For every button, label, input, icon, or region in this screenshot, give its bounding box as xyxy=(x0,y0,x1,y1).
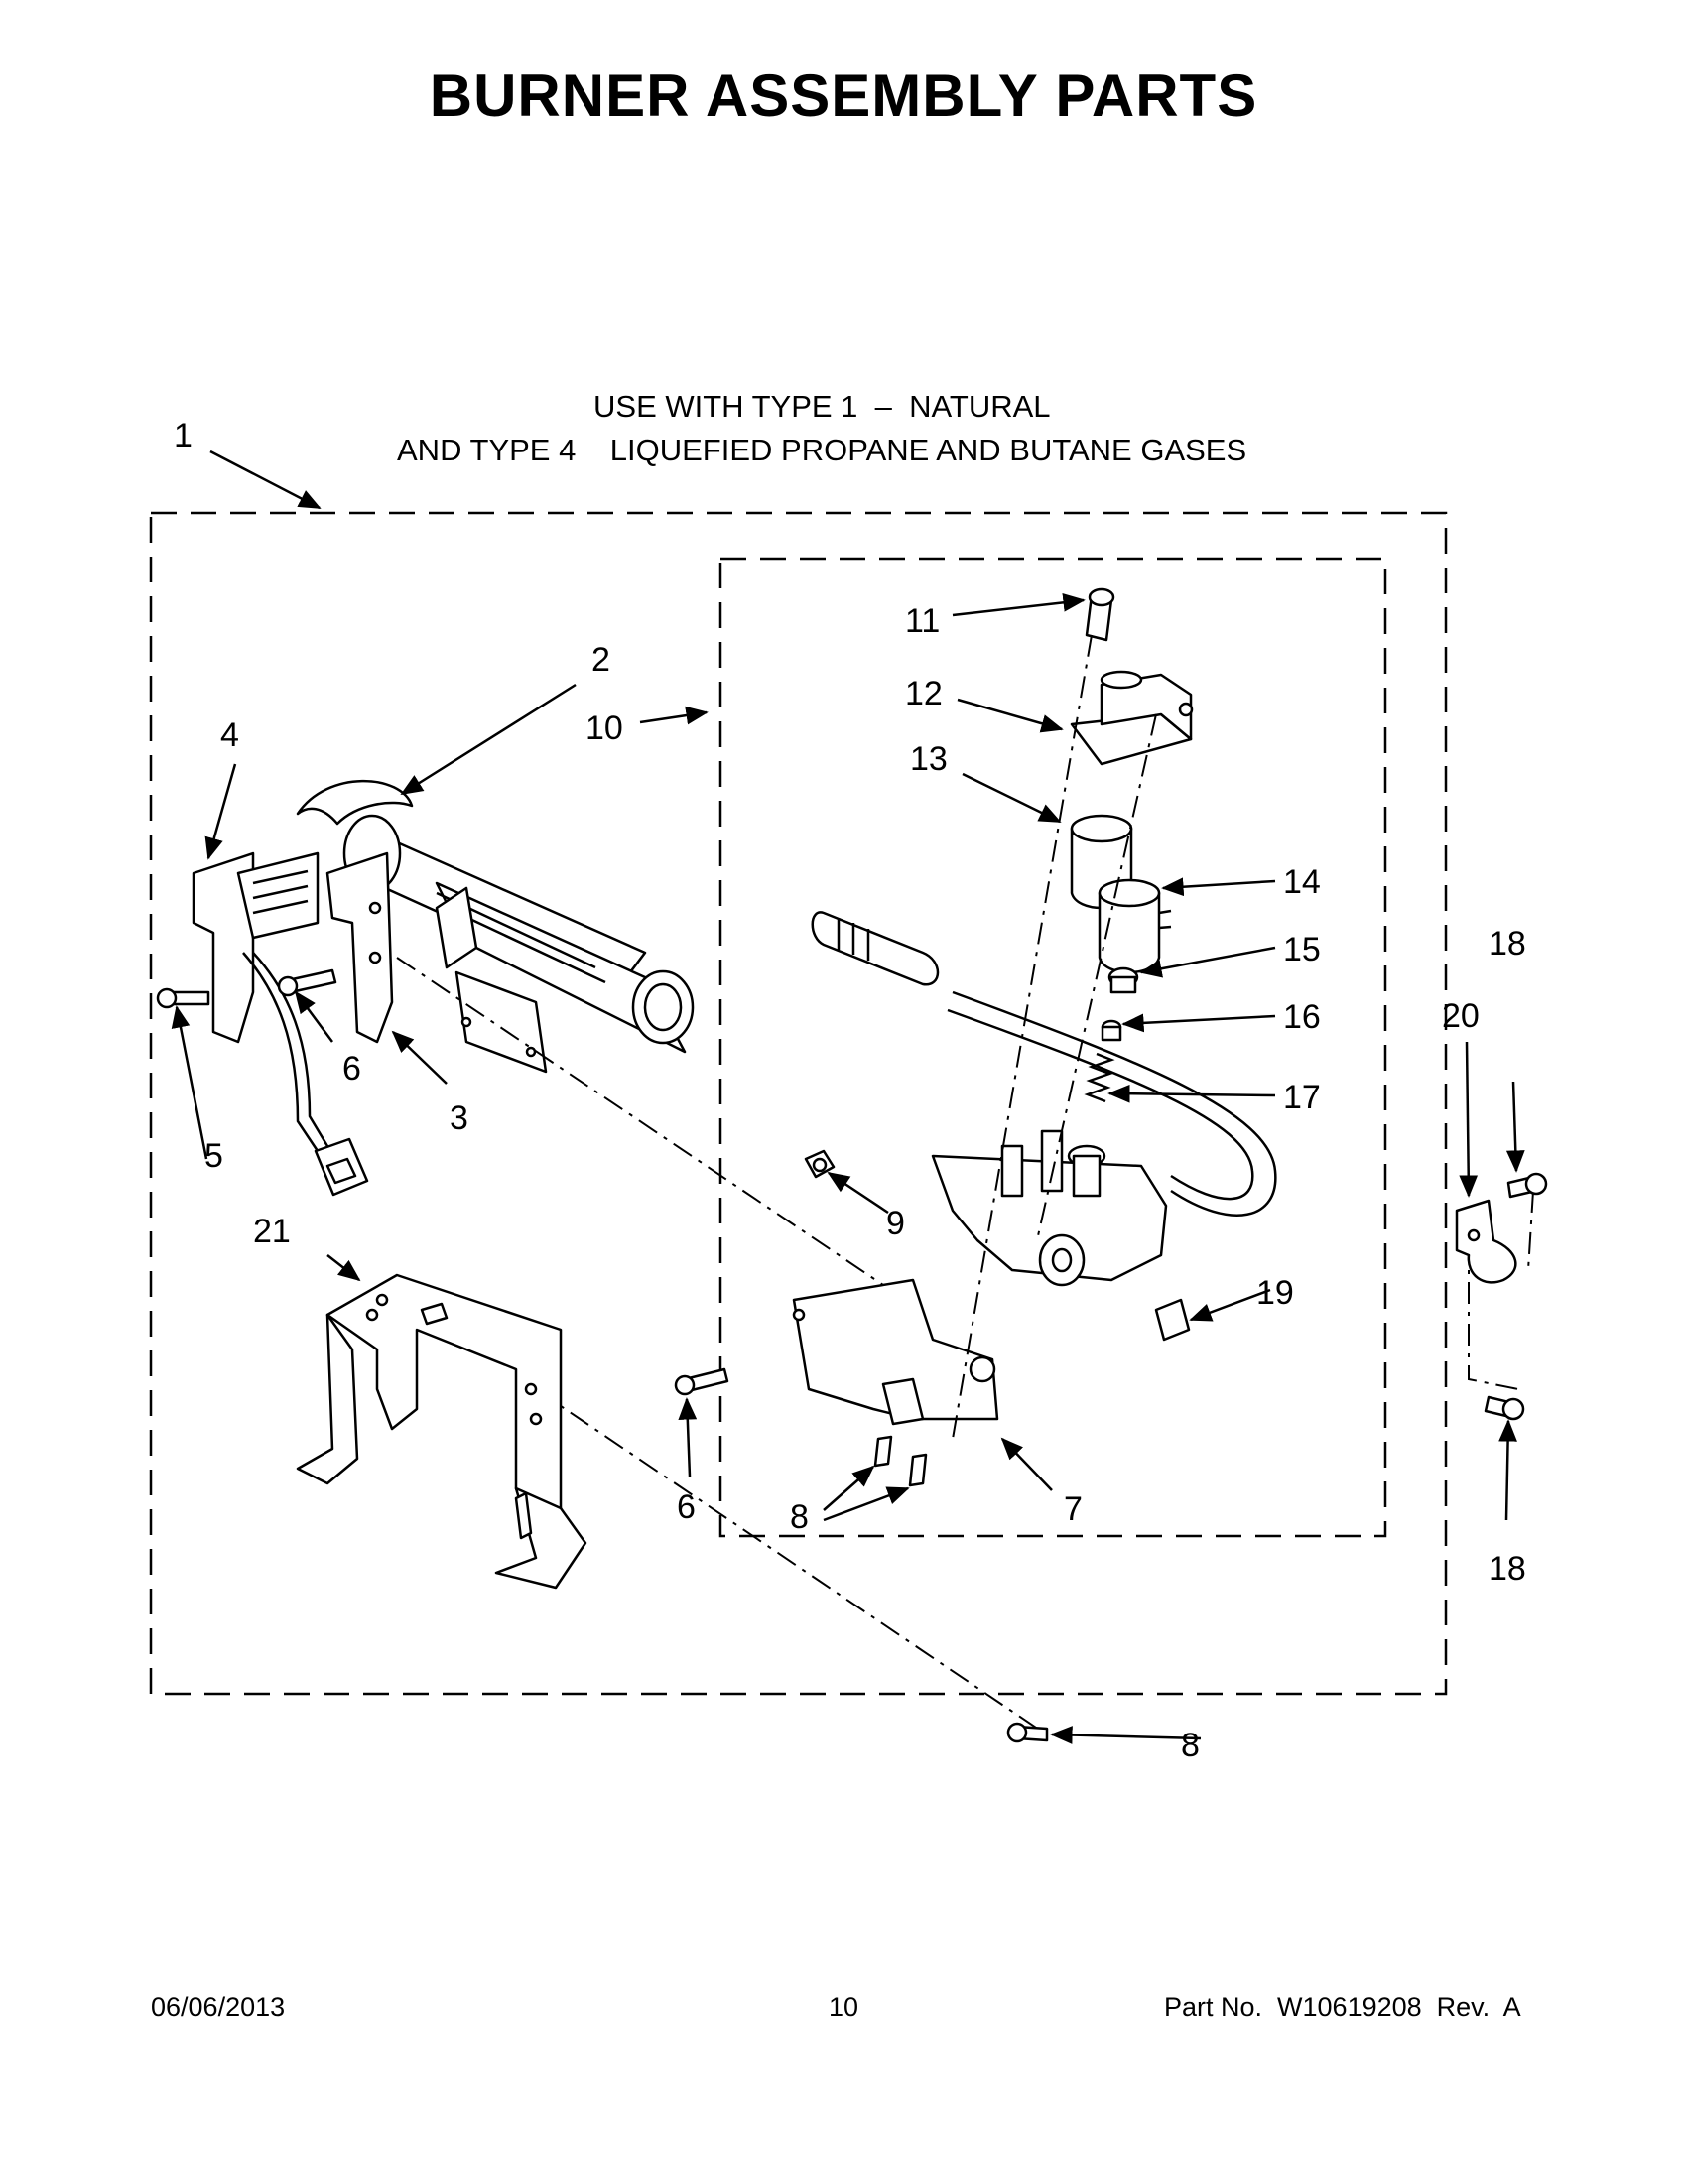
burner-assembly-outline xyxy=(149,511,1448,1696)
callout-10: 10 xyxy=(585,709,623,747)
callout-18-lower: 18 xyxy=(1489,1550,1526,1588)
callout-16: 16 xyxy=(1283,998,1321,1036)
page-title: BURNER ASSEMBLY PARTS xyxy=(429,63,1258,129)
screw-part-18-upper xyxy=(1506,1172,1548,1199)
gas-type-note-line-1: USE WITH TYPE 1 – NATURAL xyxy=(593,389,1051,424)
callout-8-bottom: 8 xyxy=(1181,1727,1200,1764)
callout-7: 7 xyxy=(1064,1490,1083,1528)
screw-pair-part-8 xyxy=(873,1435,928,1487)
igniter-plate xyxy=(435,886,548,1074)
gas-valve-inlet-pipe xyxy=(947,990,1277,1217)
valve-spring-17 xyxy=(1084,1052,1115,1103)
gas-type-note-line-2: AND TYPE 4 LIQUEFIED PROPANE AND BUTANE … xyxy=(397,433,1247,467)
callout-20: 20 xyxy=(1442,997,1480,1035)
screw-part-5 xyxy=(156,987,210,1009)
screw-part-6-lower xyxy=(674,1367,729,1396)
callout-14: 14 xyxy=(1283,863,1321,901)
callout-13: 13 xyxy=(910,740,948,778)
valve-assembly-outline xyxy=(718,557,1387,1538)
callout-12: 12 xyxy=(905,675,943,712)
screw-part-18-lower xyxy=(1484,1395,1525,1421)
orifice-fitting-part-9 xyxy=(804,1149,836,1179)
burner-tube-part xyxy=(296,779,695,1054)
valve-part-16 xyxy=(1101,1019,1122,1042)
flexible-tube-upper xyxy=(811,911,940,986)
callout-19: 19 xyxy=(1256,1274,1294,1312)
callout-11: 11 xyxy=(905,602,940,640)
base-bracket-21 xyxy=(296,1273,587,1590)
footer-date: 06/06/2013 xyxy=(151,1992,286,2022)
valve-part-15 xyxy=(1107,966,1139,994)
callout-4: 4 xyxy=(220,716,239,754)
screw-part-11 xyxy=(1085,587,1115,642)
footer-part-number: Part No. W10619208 Rev. A xyxy=(1164,1992,1521,2022)
callout-9: 9 xyxy=(886,1205,905,1242)
screw-part-6-upper xyxy=(277,968,337,997)
callout-21: 21 xyxy=(253,1213,291,1250)
callout-3: 3 xyxy=(450,1099,468,1137)
valve-connector-19 xyxy=(1154,1298,1191,1342)
valve-coil-14 xyxy=(1098,878,1172,974)
footer-page-number: 10 xyxy=(829,1992,859,2022)
callout-6-upper: 6 xyxy=(342,1050,361,1088)
sensor-bracket-part xyxy=(192,851,394,1044)
callout-1: 1 xyxy=(174,417,193,454)
leader-arrows xyxy=(171,450,1525,1744)
alignment-lines xyxy=(396,634,1534,1733)
callout-2: 2 xyxy=(591,641,610,679)
callout-6-lower: 6 xyxy=(677,1488,696,1526)
screw-part-8-bottom xyxy=(1006,1722,1049,1743)
bracket-part-20 xyxy=(1455,1199,1517,1284)
coil-bracket-12 xyxy=(1070,670,1194,766)
callout-5: 5 xyxy=(204,1137,223,1175)
callout-18-upper: 18 xyxy=(1489,925,1526,963)
callout-8-lower: 8 xyxy=(790,1498,809,1536)
callout-17: 17 xyxy=(1283,1079,1321,1116)
valve-mounting-bracket-7 xyxy=(792,1278,999,1426)
callout-15: 15 xyxy=(1283,931,1321,968)
sensor-wire-harness xyxy=(242,952,369,1197)
gas-valve-body xyxy=(931,1129,1168,1287)
